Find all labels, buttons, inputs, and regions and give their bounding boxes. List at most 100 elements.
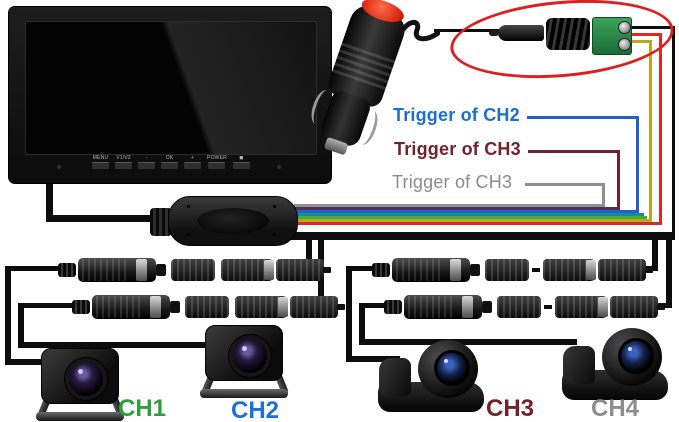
extension-cable [532,268,540,272]
trunk-cable [274,232,675,240]
monitor-button-ok: OK [161,155,179,169]
camera-lens-icon [434,350,470,386]
branch-ch4-vertical [666,238,672,307]
aviation-connector-male [610,296,665,318]
extension-cable-row-3 [372,257,653,283]
monitor-button-power: POWER [207,155,227,169]
branch-ch3-vertical [652,238,658,269]
aviation-connector-female [78,258,156,282]
camera-lens-icon [65,358,107,400]
channel-label-ch4: CH4 [591,395,640,422]
harness-wire-gray [294,204,605,207]
aviation-connector-female [404,295,482,319]
terminal-screw-icon [618,21,631,34]
harness-wire-yellow [294,219,651,222]
terminal-screw-icon [618,38,631,51]
camera-ch2 [200,325,290,398]
ch2-lead-horizontal [18,342,210,348]
monitor-button-plus: + [184,155,202,169]
extension-cable [544,305,552,309]
ch4-lead-stub [360,303,388,308]
harness-wire-green [294,216,647,219]
power-cable-curl [396,20,440,42]
aviation-connector-female [92,295,170,319]
trigger-line-ch3 [528,150,620,153]
ch2-lead-stub [20,303,75,308]
aviation-plug-icon [72,300,90,314]
riser-red [659,34,662,225]
junction-strain-relief [150,208,172,236]
channel-label-ch1: CH1 [118,395,167,422]
aviation-connector-male [598,259,653,281]
riser-maroon [617,152,620,210]
ch1-lead-vertical [5,266,11,365]
monitor-button-menu: MENU [92,155,110,169]
channel-label-ch3: CH3 [486,395,535,422]
ch4-lead-vertical [359,303,365,345]
aviation-connector-male [185,296,229,318]
terminal-wire-black [622,26,675,29]
aviation-plug-icon [384,300,402,314]
riser-black [672,27,675,236]
terminal-wire-red [624,33,662,36]
monitor-screen [25,21,317,155]
ch4-lead-horizontal [359,339,577,345]
camera-ch3 [378,340,484,412]
ch3-lead-stub [348,266,376,271]
junction-box-oval [197,208,269,234]
aviation-connector-female [221,259,274,281]
camera-bracket [200,389,288,398]
monitor-button-v1v2: V1/V2 [115,155,133,169]
trigger-line-ch2 [527,116,639,119]
riser-gray [602,185,605,207]
camera-lens-icon [618,338,654,374]
camera-bracket [36,412,124,421]
monitor-button-row: MENU V1/V2 - OK + POWER ◼ [65,155,277,169]
monitor: MENU V1/V2 - OK + POWER ◼ [8,6,332,184]
ch2-lead-vertical [18,303,24,348]
dc-plug-body [546,18,590,50]
terminal-block [592,17,632,55]
aviation-connector-female [555,296,608,318]
aviation-connector-male [485,259,529,281]
highlight-ellipse [447,0,677,87]
ch3-lead-horizontal [346,356,400,362]
monitor-button-stop: ◼ [232,155,250,169]
junction-box [168,196,298,246]
channel-label-ch2: CH2 [231,397,280,422]
harness-wire-blue [294,210,639,213]
monitor-led [57,165,61,169]
trigger-label-ch3-gray: Trigger of CH3 [392,172,513,192]
camera-ch1 [36,348,126,421]
monitor-button-minus: - [138,155,156,169]
aviation-connector-male [276,259,331,281]
branch-ch1-vertical [306,238,312,269]
ch1-lead-stub [10,266,60,271]
monitor-ir-sensor [277,165,281,169]
aviation-connector-female [543,259,596,281]
aviation-plug-icon [58,263,76,277]
camera-lens-icon [229,335,271,377]
power-cable [434,29,500,32]
harness-wire-maroon [294,207,620,210]
dc-barrel-connector [489,25,544,41]
monitor-cable-horizontal [46,215,174,222]
harness-wire-red [294,222,661,225]
trigger-line-ch3-gray [525,183,605,186]
aviation-connector-female [392,258,470,282]
trigger-label-ch2: Trigger of CH2 [393,105,520,125]
extension-cable-row-2 [72,294,345,320]
aviation-connector-female [235,296,288,318]
ch1-lead-horizontal [5,359,47,365]
aviation-connector-male [497,296,541,318]
trigger-label-ch3: Trigger of CH3 [394,139,521,159]
riser-blue [636,118,639,213]
extension-cable-row-1 [58,257,331,283]
ch3-lead-vertical [346,266,352,362]
aviation-connector-male [171,259,215,281]
extension-cable-row-4 [384,294,665,320]
terminal-wire-yellow [626,40,652,43]
harness-wire-teal [294,213,644,216]
monitor-cable-vertical [46,180,53,222]
